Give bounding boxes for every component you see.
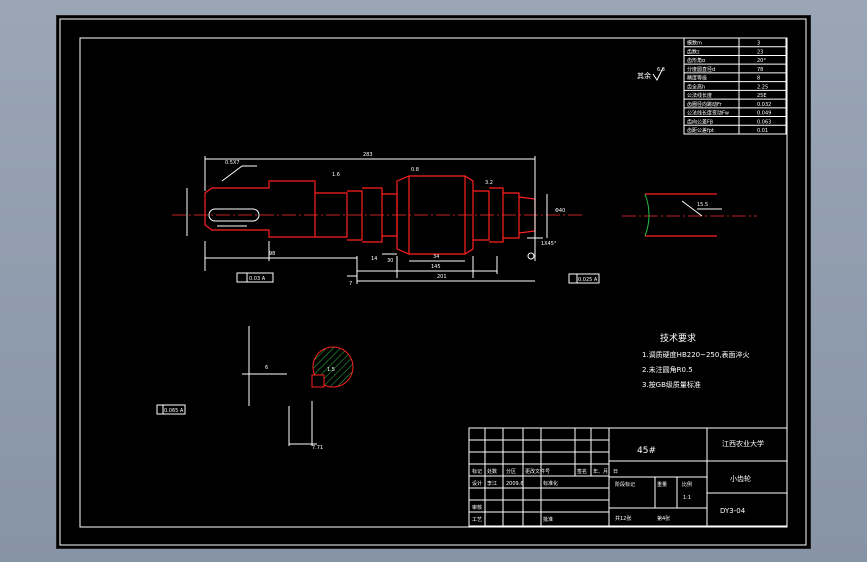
- part-name: 小齿轮: [730, 474, 751, 483]
- dim-right-length: 201: [437, 274, 447, 280]
- param-label: 公法线长度: [687, 92, 712, 99]
- svg-text:设计: 设计: [472, 480, 482, 487]
- svg-text:共12张: 共12张: [615, 515, 631, 522]
- svg-text:标记: 标记: [472, 468, 482, 475]
- gear-parameter-table: 模数m 3 齿数z 23 齿形角α 20° 分度圆直径d 78 精度等级 8 齿全高h 2.25 公法线…: [683, 37, 787, 135]
- tech-req-item: 2.未注圆角R0.5: [642, 365, 693, 374]
- tech-req-item: 3.按GB级质量标准: [642, 380, 701, 389]
- svg-text:年、月、日: 年、月、日: [593, 468, 618, 475]
- material: 45#: [637, 446, 656, 456]
- chamfer-left: 0.5X7: [225, 160, 240, 166]
- drawing-viewport[interactable]: 模数m 3 齿数z 23 齿形角α 20° 分度圆直径d 78 精度等级 8 齿全高h 2.25 公法线…: [56, 15, 811, 549]
- param-value: 0.049: [757, 111, 771, 117]
- param-label: 齿圈径向跳动Fr: [687, 101, 723, 108]
- svg-text:第4张: 第4张: [657, 515, 670, 522]
- param-value: 3: [757, 41, 760, 47]
- roughness-16: 1.6: [332, 172, 340, 178]
- title-block: 标记 处数 分区 更改文件号 签名 年、月、日 设计 李江 2009.6 标准化…: [468, 427, 788, 527]
- svg-text:0.03 A: 0.03 A: [249, 276, 266, 282]
- dim-section-depth: 6: [265, 365, 268, 371]
- param-value: 25E: [757, 93, 767, 99]
- svg-text:0.065 A: 0.065 A: [164, 408, 184, 414]
- svg-text:0.025 A: 0.025 A: [578, 277, 598, 283]
- svg-text:工艺: 工艺: [472, 517, 482, 523]
- chamfer-right: 1X45°: [541, 241, 557, 247]
- dim-small-length: 34: [433, 254, 439, 260]
- dim-section-length: 15.5: [697, 202, 708, 208]
- svg-text:处数: 处数: [487, 468, 497, 475]
- roughness-08: 0.8: [411, 167, 419, 173]
- param-value: 78: [757, 67, 763, 73]
- datum-symbol-icon: [527, 252, 535, 260]
- param-label: 齿向公差Fβ: [687, 118, 713, 125]
- dim-mid-length: 145: [431, 264, 441, 270]
- param-label: 齿距公差fpt: [687, 127, 714, 134]
- outer-frame: [59, 18, 807, 546]
- school-name: 江西农业大学: [722, 439, 764, 448]
- shaft-main-view: [172, 156, 582, 284]
- param-label: 公法线长度变动Fw: [687, 110, 729, 117]
- svg-text:审核: 审核: [472, 504, 482, 511]
- param-value: 8: [757, 76, 760, 82]
- roughness-symbol-icon: [652, 67, 664, 81]
- dim-7: 7: [349, 281, 352, 287]
- technical-requirements: 技术要求 1.调质硬度HB220~250,表面淬火 2.未注圆角R0.5 3.按…: [642, 332, 750, 389]
- param-value: 2.25: [757, 84, 768, 90]
- keyseat-detail-view: 15.5: [622, 193, 757, 237]
- drawing-number: DY3-04: [720, 507, 746, 515]
- svg-text:分区: 分区: [506, 468, 516, 475]
- param-label: 精度等级: [687, 75, 707, 82]
- param-label: 分度圆直径d: [687, 66, 715, 73]
- drawing-frame: [79, 37, 788, 528]
- param-label: 齿数z: [687, 48, 700, 55]
- other-roughness-note: 其余: [637, 71, 651, 80]
- dim-section-15: 1.5: [327, 367, 335, 373]
- cad-drawing: 模数m 3 齿数z 23 齿形角α 20° 分度圆直径d 78 精度等级 8 齿全高h 2.25 公法线…: [59, 18, 807, 546]
- tolerance-frame-section: 0.065 A: [156, 404, 186, 415]
- param-value: 0.032: [757, 102, 771, 108]
- param-label: 齿全高h: [687, 83, 705, 90]
- dim-section-base: 7.71: [312, 445, 323, 451]
- param-value: 0.063: [757, 119, 771, 125]
- tech-req-item: 1.调质硬度HB220~250,表面淬火: [642, 350, 750, 359]
- svg-text:阶段标记: 阶段标记: [615, 481, 635, 488]
- svg-text:2009.6: 2009.6: [506, 481, 524, 487]
- roughness-32: 3.2: [485, 180, 493, 186]
- param-value: 20°: [757, 58, 766, 64]
- other-roughness-value: 6.3: [657, 67, 665, 73]
- dim-right-diameter: Φ40: [555, 208, 565, 214]
- dim-14: 14: [371, 256, 377, 262]
- tolerance-frame-2: 0.025 A: [568, 273, 600, 284]
- param-value: 0.01: [757, 128, 768, 134]
- svg-text:1:1: 1:1: [683, 495, 691, 501]
- svg-text:李江: 李江: [487, 480, 497, 487]
- dim-30: 30: [387, 258, 393, 264]
- param-label: 模数m: [687, 40, 702, 47]
- keyway: [208, 208, 260, 222]
- param-value: 23: [757, 49, 763, 55]
- svg-text:签名: 签名: [577, 468, 587, 475]
- svg-text:更改文件号: 更改文件号: [525, 468, 550, 475]
- svg-text:重量: 重量: [657, 481, 667, 488]
- svg-text:批准: 批准: [543, 516, 553, 523]
- tolerance-frame-1: 0.03 A: [236, 272, 274, 283]
- svg-text:比例: 比例: [682, 481, 692, 488]
- dim-total-length: 283: [363, 152, 373, 158]
- svg-text:标准化: 标准化: [543, 480, 558, 487]
- dim-keyway-length: 98: [269, 251, 275, 257]
- shaft-cross-section: 6 1.5 7.71 0.065 A: [156, 326, 354, 451]
- tech-req-title: 技术要求: [660, 332, 696, 344]
- param-label: 齿形角α: [687, 57, 706, 64]
